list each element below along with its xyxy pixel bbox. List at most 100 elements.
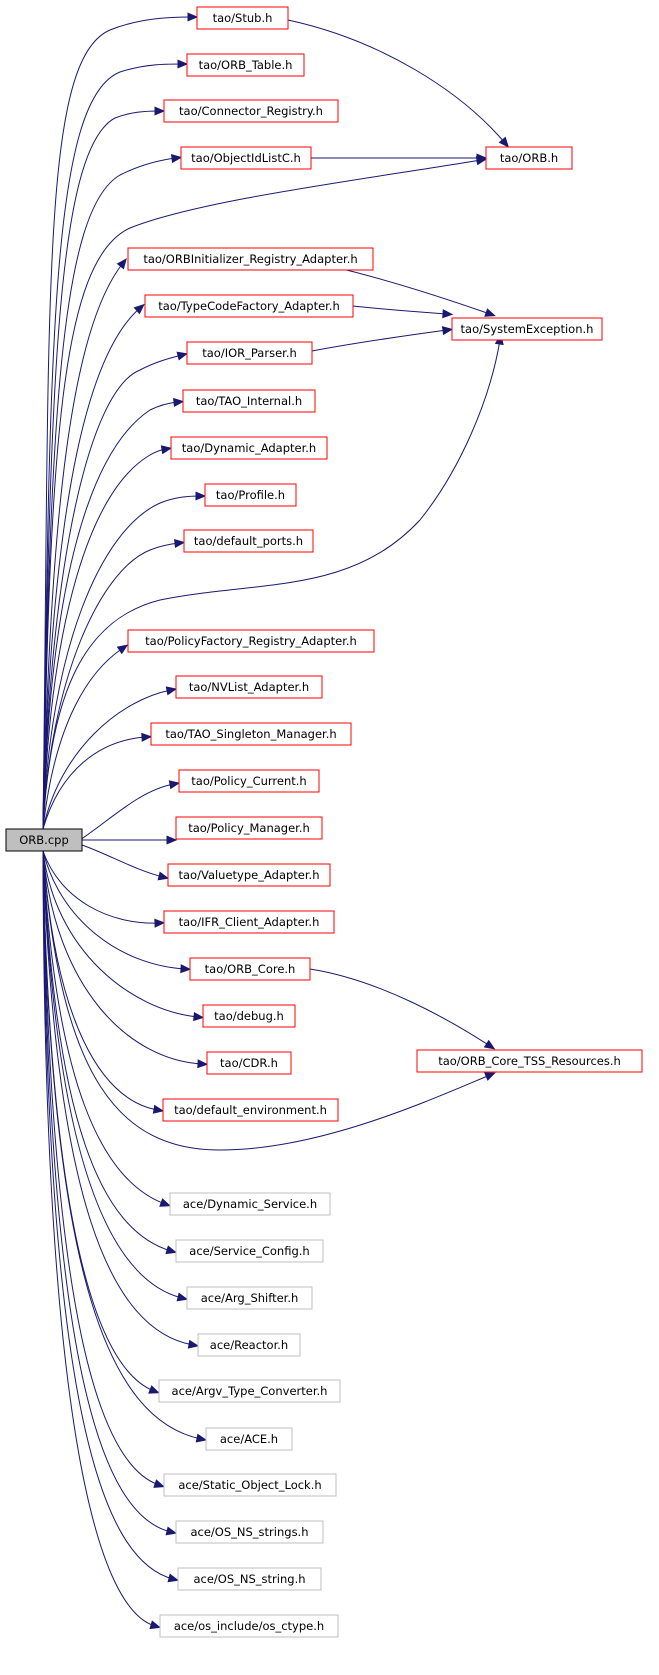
node-box	[127, 629, 375, 653]
node-label: ORB.cpp	[19, 833, 69, 847]
node-tao-orb-core-h[interactable]: tao/ORB_Core.h	[189, 957, 311, 981]
node-ace-ace-h[interactable]: ace/ACE.h	[205, 1427, 293, 1451]
node-ace-static-object-lock-h[interactable]: ace/Static_Object_Lock.h	[163, 1473, 337, 1497]
node-box	[202, 1004, 296, 1028]
node-tao-cdr-h[interactable]: tao/CDR.h	[206, 1051, 292, 1075]
node-label: ace/Argv_Type_Converter.h	[172, 1384, 328, 1398]
arrowhead-icon	[174, 538, 186, 549]
edge-orb-cpp-to-ace-dynamic-service-h	[42, 850, 171, 1207]
node-tao-tao-singleton-manager-h[interactable]: tao/TAO_Singleton_Manager.h	[150, 722, 352, 746]
edge-line	[79, 783, 175, 841]
arrowhead-icon	[484, 308, 496, 317]
node-tao-default-environment-h[interactable]: tao/default_environment.h	[162, 1098, 339, 1122]
node-tao-orb-table-h[interactable]: tao/ORB_Table.h	[186, 53, 305, 77]
arrowhead-icon	[483, 1039, 496, 1050]
edge-line	[42, 850, 491, 1151]
node-box	[144, 294, 354, 318]
node-tao-typecodefactory-adapter-h[interactable]: tao/TypeCodeFactory_Adapter.h	[144, 294, 354, 318]
edge-line	[42, 401, 179, 830]
node-label: ace/Arg_Shifter.h	[201, 1291, 299, 1305]
arrowhead-icon	[141, 732, 153, 742]
node-tao-ifr-client-adapter-h[interactable]: tao/IFR_Client_Adapter.h	[163, 910, 335, 934]
node-tao-dynamic-adapter-h[interactable]: tao/Dynamic_Adapter.h	[170, 436, 328, 460]
node-tao-profile-h[interactable]: tao/Profile.h	[204, 483, 297, 507]
node-tao-systemexception-h[interactable]: tao/SystemException.h	[451, 317, 603, 341]
edge-orb-cpp-to-ace-service-config-h	[42, 850, 178, 1255]
node-box	[206, 1051, 292, 1075]
node-tao-policy-manager-h[interactable]: tao/Policy_Manager.h	[175, 816, 323, 840]
edge-orb-cpp-to-tao-debug-h	[42, 850, 205, 1022]
edge-orb-cpp-to-tao-objectidlistc-h	[42, 154, 183, 830]
edge-orb-cpp-to-tao-policy-manager-h	[82, 835, 178, 845]
node-tao-objectidlistc-h[interactable]: tao/ObjectIdListC.h	[180, 146, 312, 170]
root-node-orb-cpp: ORB.cpp	[5, 828, 83, 852]
node-box	[182, 389, 316, 413]
edge-line	[42, 262, 124, 830]
arrowhead-icon	[177, 59, 189, 69]
edge-line	[42, 354, 183, 830]
arrowhead-icon	[170, 154, 183, 164]
node-ace-arg-shifter-h[interactable]: ace/Arg_Shifter.h	[186, 1286, 313, 1310]
node-label: tao/ORB_Core_TSS_Resources.h	[438, 1054, 621, 1068]
node-box	[175, 1239, 324, 1263]
node-ace-argv-type-converter-h[interactable]: ace/Argv_Type_Converter.h	[158, 1379, 341, 1403]
arrowhead-icon	[165, 1245, 178, 1255]
node-tao-ior-parser-h[interactable]: tao/IOR_Parser.h	[186, 341, 313, 365]
node-tao-stub-h[interactable]: tao/Stub.h	[196, 6, 289, 30]
arrowhead-icon	[173, 397, 185, 407]
node-tao-tao-internal-h[interactable]: tao/TAO_Internal.h	[182, 389, 316, 413]
edge-line	[42, 850, 199, 1018]
node-box	[197, 1333, 301, 1357]
node-tao-debug-h[interactable]: tao/debug.h	[202, 1004, 296, 1028]
edge-orb-cpp-to-tao-tao-internal-h	[42, 397, 185, 830]
node-tao-policy-current-h[interactable]: tao/Policy_Current.h	[178, 769, 320, 793]
node-tao-policyfactory-registry-adapter-h[interactable]: tao/PolicyFactory_Registry_Adapter.h	[127, 629, 375, 653]
node-ace-service-config-h[interactable]: ace/Service_Config.h	[175, 1239, 324, 1263]
edge-orb-cpp-to-tao-orbinitializer-registry-adapter-h	[42, 258, 127, 830]
arrowhead-icon	[167, 1573, 180, 1583]
edge-line	[309, 968, 491, 1047]
node-ace-os-ns-strings-h[interactable]: ace/OS_NS_strings.h	[175, 1520, 324, 1544]
node-box	[204, 483, 297, 507]
arrowhead-icon	[176, 1292, 189, 1302]
node-box	[163, 99, 339, 123]
node-tao-nvlist-adapter-h[interactable]: tao/NVList_Adapter.h	[175, 675, 323, 699]
edge-orb-cpp-to-tao-orb-core-tss-resources-h	[42, 850, 496, 1151]
node-label: tao/Profile.h	[216, 488, 285, 502]
node-box	[485, 146, 573, 170]
edge-line	[311, 329, 448, 352]
node-label: ace/os_include/os_ctype.h	[174, 1619, 324, 1633]
node-label: tao/default_ports.h	[194, 534, 303, 548]
node-tao-valuetype-adapter-h[interactable]: tao/Valuetype_Adapter.h	[167, 863, 331, 887]
node-label: tao/PolicyFactory_Registry_Adapter.h	[145, 634, 357, 648]
node-ace-reactor-h[interactable]: ace/Reactor.h	[197, 1333, 301, 1357]
edge-orb-cpp-to-ace-reactor-h	[42, 850, 200, 1349]
node-ace-os-include-os-ctype-h[interactable]: ace/os_include/os_ctype.h	[159, 1614, 339, 1638]
edge-line	[42, 157, 177, 830]
edge-line	[42, 850, 183, 1299]
node-ace-dynamic-service-h[interactable]: ace/Dynamic_Service.h	[169, 1192, 331, 1216]
edge-orb-cpp-to-tao-connector-registry-h	[42, 106, 166, 830]
node-tao-default-ports-h[interactable]: tao/default_ports.h	[183, 529, 314, 553]
arrowhead-icon	[157, 871, 170, 881]
edge-line	[42, 16, 193, 830]
node-label: tao/default_environment.h	[174, 1103, 327, 1117]
node-tao-orbinitializer-registry-adapter-h[interactable]: tao/ORBInitializer_Registry_Adapter.h	[127, 247, 374, 271]
node-box	[186, 1286, 313, 1310]
arrowhead-icon	[154, 918, 166, 928]
edge-orb-cpp-to-ace-os-include-os-ctype-h	[42, 850, 162, 1630]
node-box	[178, 769, 320, 793]
node-box	[416, 1049, 643, 1073]
node-box	[127, 247, 374, 271]
edge-tao-typecodefactory-adapter-h-to-tao-systemexception-h	[352, 305, 454, 319]
node-ace-os-ns-string-h[interactable]: ace/OS_NS_string.h	[177, 1567, 322, 1591]
node-tao-orb-core-tss-resources-h[interactable]: tao/ORB_Core_TSS_Resources.h	[416, 1049, 643, 1073]
node-label: tao/ORB_Table.h	[199, 58, 293, 72]
node-tao-connector-registry-h[interactable]: tao/Connector_Registry.h	[163, 99, 339, 123]
node-tao-orb-h[interactable]: tao/ORB.h	[485, 146, 573, 170]
edge-tao-objectidlistc-h-to-tao-orb-h	[311, 153, 488, 163]
node-box	[175, 1520, 324, 1544]
arrowhead-icon	[148, 1385, 160, 1394]
arrowhead-icon	[193, 1012, 205, 1022]
edge-line	[42, 647, 124, 830]
